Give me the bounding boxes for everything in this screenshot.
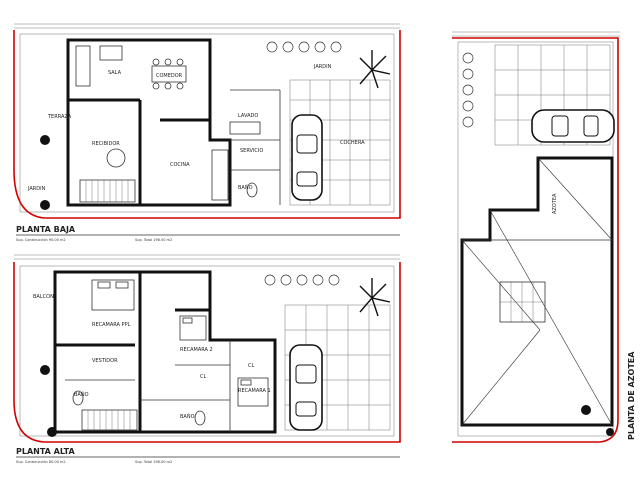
room-jardin-der: JARDIN <box>313 64 332 70</box>
room-balcon: BALCON <box>33 294 54 300</box>
room-terraza: TERRAZA <box>47 114 72 120</box>
stairs <box>79 179 136 203</box>
palm-tree-icon <box>359 50 391 89</box>
stairs <box>81 409 138 431</box>
room-comedor: COMEDOR <box>156 73 183 79</box>
room-bano: BAÑO <box>238 184 253 191</box>
property-line <box>13 262 401 443</box>
property-line <box>452 37 619 443</box>
room-bano-2: BAÑO <box>180 413 195 420</box>
sofa <box>75 45 91 87</box>
room-cochera: COCHERA <box>340 140 365 146</box>
room-vestidor: VESTIDOR <box>92 358 118 364</box>
car-icon <box>291 114 323 201</box>
room-recamara-ppl: RECAMARA PPL <box>92 322 131 328</box>
shrub-icon <box>40 135 50 210</box>
sup-construccion-alta: Sup. Construcción 80.00 m2 <box>16 460 66 464</box>
shrub-icon <box>581 405 614 436</box>
sup-construccion-baja: Sup. Construcción 90.00 m2 <box>16 238 66 242</box>
dining-table <box>151 65 187 83</box>
plan-title-baja: PLANTA BAJA <box>16 225 76 234</box>
room-recamara-1: RECAMARA 1 <box>238 388 271 394</box>
room-cl-2: CL <box>248 363 254 369</box>
sup-total-baja: Sup. Total 198.00 m2 <box>135 238 172 242</box>
room-azotea: AZOTEA <box>552 193 558 214</box>
plan-planta-alta: BALCON RECAMARA PPL VESTIDOR BAÑO RECAMA… <box>13 254 401 464</box>
plan-title-azotea: PLANTA DE AZOTEA <box>627 351 636 440</box>
room-cl-1: CL <box>200 374 206 380</box>
room-recamara-2: RECAMARA 2 <box>180 347 213 353</box>
plan-title-alta: PLANTA ALTA <box>16 447 75 456</box>
trees-row <box>266 41 342 53</box>
trees-column <box>462 52 474 128</box>
property-line <box>13 30 401 219</box>
round-table <box>106 148 126 168</box>
car-icon <box>289 344 323 431</box>
room-jardin-izq: JARDIN <box>27 186 46 192</box>
skylight-grid <box>499 281 546 323</box>
trees-row <box>264 274 340 286</box>
room-lavado: LAVADO <box>238 113 258 119</box>
car-icon <box>531 109 615 143</box>
bed-icon <box>179 315 207 341</box>
bed-icon <box>237 377 269 407</box>
room-sala: SALA <box>108 70 122 76</box>
house-walls-alta <box>53 270 277 434</box>
shrub-icon <box>40 365 57 437</box>
bed-icon <box>91 279 135 311</box>
room-bano-1: BAÑO <box>74 391 89 398</box>
plan-planta-azotea: AZOTEA PLANTA DE AZOTEA <box>452 31 636 443</box>
room-recibidor: RECIBIDOR <box>92 141 120 147</box>
palm-tree-icon <box>359 278 391 317</box>
sup-total-alta: Sup. Total 198.00 m2 <box>135 460 172 464</box>
room-cocina: COCINA <box>170 162 190 168</box>
room-servicio: SERVICIO <box>240 148 263 154</box>
plan-planta-baja: SALA COMEDOR TERRAZA RECIBIDOR JARDIN CO… <box>13 23 401 242</box>
roof-slopes <box>461 157 613 426</box>
